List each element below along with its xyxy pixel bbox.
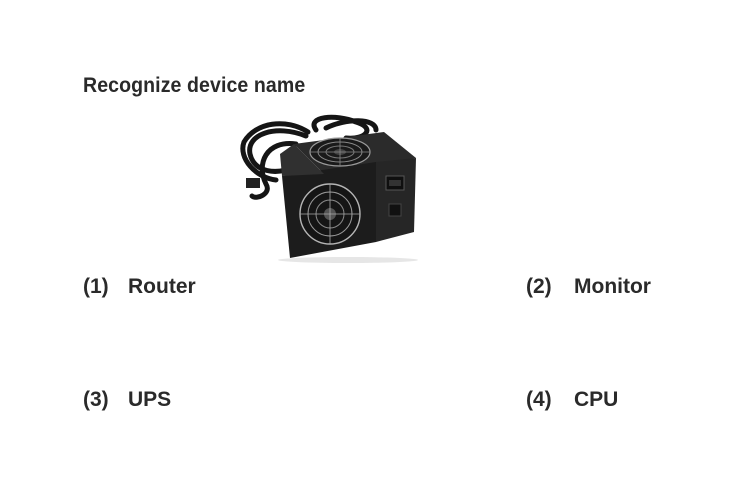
option-label: UPS <box>128 388 172 411</box>
power-supply-image <box>236 114 424 264</box>
option-label: Monitor <box>574 275 651 298</box>
power-supply-icon <box>240 114 418 263</box>
option-4[interactable]: (4) CPU <box>526 388 618 412</box>
option-3[interactable]: (3) UPS <box>83 388 171 412</box>
option-label: CPU <box>574 388 619 411</box>
question-title: Recognize device name <box>83 74 306 97</box>
option-label: Router <box>128 275 196 298</box>
option-number: (4) <box>526 388 552 411</box>
option-number: (3) <box>83 388 109 411</box>
option-number: (2) <box>526 275 552 298</box>
option-1[interactable]: (1) Router <box>83 275 196 299</box>
option-2[interactable]: (2) Monitor <box>526 275 651 299</box>
option-number: (1) <box>83 275 109 298</box>
